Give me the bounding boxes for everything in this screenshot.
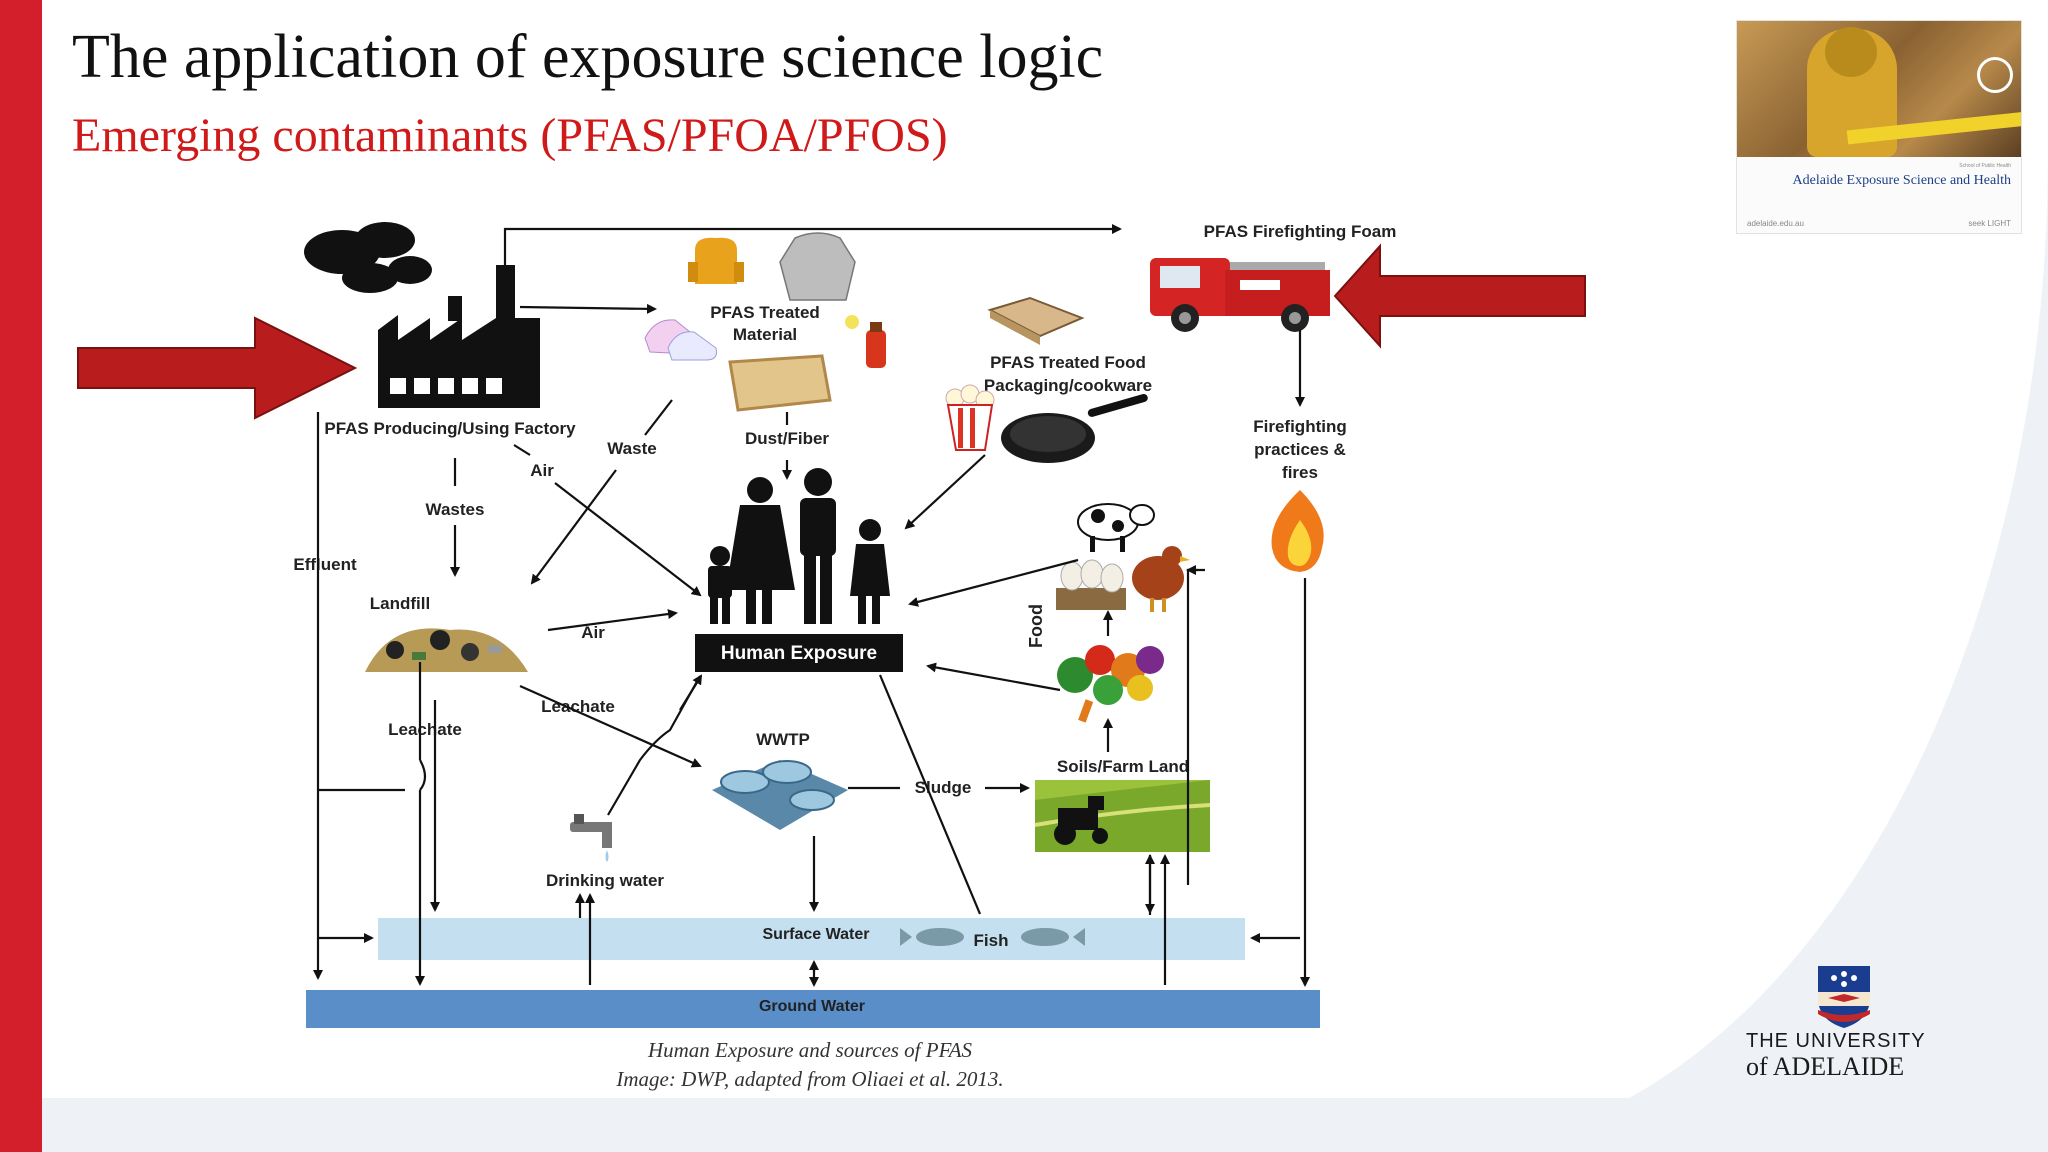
helmet-figure	[1825, 27, 1877, 77]
wwtp-icon	[712, 760, 848, 830]
label-effluent: Effluent	[293, 555, 357, 574]
label-human: Human Exposure	[721, 643, 877, 664]
surface-water-band	[378, 918, 1245, 960]
label-soils: Soils/Farm Land	[1057, 757, 1189, 776]
university-logo: THE UNIVERSITY of ADELAIDE	[1736, 960, 1996, 1090]
label-drinking: Drinking water	[546, 871, 664, 890]
crest-icon	[1818, 966, 1870, 1028]
label-firefighting-3: fires	[1282, 463, 1318, 482]
people-icon	[708, 468, 890, 624]
spray-icon	[845, 315, 886, 368]
label-food-pack-1: PFAS Treated Food	[990, 353, 1146, 372]
connector-lines	[313, 224, 1310, 987]
pizza-box-icon	[987, 296, 1085, 345]
label-ground: Ground Water	[759, 998, 865, 1015]
video-url: adelaide.edu.au	[1747, 219, 1804, 228]
label-dust: Dust/Fiber	[745, 429, 829, 448]
factory-icon	[378, 265, 540, 408]
label-wwtp: WWTP	[756, 730, 810, 749]
landfill-icon	[365, 628, 528, 672]
vegetables-icon	[1057, 645, 1164, 723]
label-wastes: Wastes	[426, 500, 485, 519]
flame-icon	[1271, 490, 1324, 572]
left-accent-bar	[0, 0, 42, 1152]
human-exposure-box	[695, 634, 903, 672]
smoke-icon	[304, 222, 432, 293]
popcorn-icon	[945, 384, 995, 451]
label-fish: Fish	[974, 931, 1009, 950]
fabric-icon	[728, 354, 832, 412]
slide-title: The application of exposure science logi…	[72, 23, 1104, 91]
chair-icon	[688, 237, 744, 284]
fish-icon	[1021, 928, 1085, 946]
fish-icon	[900, 928, 964, 946]
pan-icon	[1001, 394, 1148, 463]
label-landfill: Landfill	[370, 594, 430, 613]
label-food: Food	[1026, 604, 1046, 648]
label-factory: PFAS Producing/Using Factory	[324, 419, 576, 438]
tractor-icon	[1054, 796, 1108, 845]
video-frame	[1737, 21, 2021, 157]
label-firefighting-2: practices &	[1254, 440, 1346, 459]
university-name-line2: of ADELAIDE	[1746, 1052, 1905, 1081]
hoodie-icon	[779, 232, 856, 301]
video-org-title: Adelaide Exposure Science and Health	[1792, 173, 2011, 188]
eggs-icon	[1056, 559, 1126, 610]
label-food-pack-2: Packaging/cookware	[984, 376, 1152, 395]
label-leachate-1: Leachate	[541, 697, 615, 716]
red-arrow-icon	[1333, 243, 1586, 349]
ground-water-band	[306, 990, 1320, 1028]
label-treated-material-2: Material	[733, 325, 797, 344]
cow-icon	[1077, 503, 1155, 552]
video-school-label: School of Public Health	[1959, 163, 2011, 169]
label-air-2: Air	[581, 623, 605, 642]
slide-subtitle: Emerging contaminants (PFAS/PFOA/PFOS)	[72, 109, 948, 162]
chicken-icon	[1132, 546, 1190, 612]
bottom-band	[42, 1098, 2048, 1152]
university-name-line1: THE UNIVERSITY	[1746, 1030, 1926, 1052]
caption-line-2: Image: DWP, adapted from Oliaei et al. 2…	[616, 1067, 1004, 1091]
label-surface: Surface Water	[763, 926, 870, 943]
caption-line-1: Human Exposure and sources of PFAS	[647, 1038, 973, 1062]
label-firefighting-1: Firefighting	[1253, 417, 1346, 436]
label-foam: PFAS Firefighting Foam	[1204, 222, 1397, 241]
closed-caption-icon[interactable]	[1977, 57, 2013, 93]
red-arrow-icon	[77, 316, 358, 420]
label-treated-material-1: PFAS Treated	[710, 303, 820, 322]
shoes-icon	[644, 319, 717, 361]
video-tagline: seek LIGHT	[1968, 219, 2011, 228]
label-waste: Waste	[607, 439, 656, 458]
fire-truck-icon	[1150, 258, 1330, 332]
label-leachate-2: Leachate	[388, 720, 462, 739]
figure-caption: Human Exposure and sources of PFAS Image…	[560, 1036, 1060, 1094]
speaker-video-thumbnail[interactable]: School of Public Health Adelaide Exposur…	[1736, 20, 2022, 234]
faucet-icon	[570, 814, 612, 862]
label-air-1: Air	[530, 461, 554, 480]
